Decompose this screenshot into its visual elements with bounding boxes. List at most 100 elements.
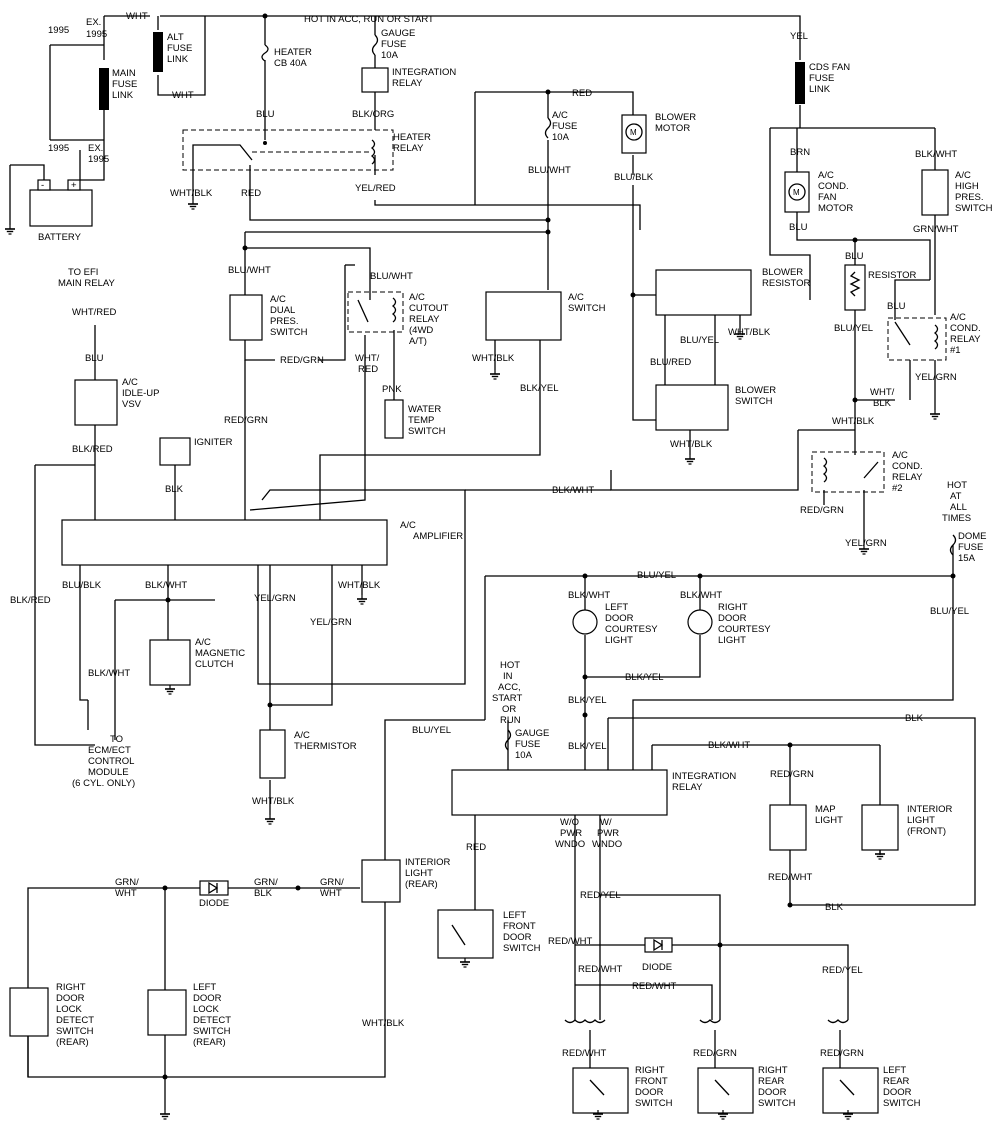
ac-thermistor [259,729,286,779]
red-yel-int2: RED/YEL [822,965,863,976]
blk-wht-left: BLK/WHT [568,590,610,601]
label-ex-top-b: 1995 [86,29,107,40]
blk-wht-amp2: BLK/WHT [88,668,130,679]
red-grn-rear: RED/GRN [693,1048,737,1059]
red-wht-int4: RED/WHT [632,981,677,992]
blk-yel-acsw: BLK/YEL [520,383,559,394]
red-wht-int3: RED/WHT [578,964,623,975]
ac-cutout-relay [347,291,404,333]
blk-red: BLK/RED [72,444,113,455]
blu-fan: BLU [789,222,808,233]
red-grn-fan: RED/GRN [800,505,844,516]
cds-fan-fuse-link [795,62,805,104]
wht-mid: WHT [172,90,194,101]
label-1995-bottom: 1995 [48,143,69,154]
diode-int: DIODE [642,962,672,973]
ac-high-pres-switch [921,169,949,216]
heater-cb [261,44,269,62]
integration-relay [451,769,668,816]
grn-wht-rear: GRN/WHT [115,877,139,899]
blu-yel-dome: BLU/YEL [930,606,969,617]
left-door-courtesy-light [572,609,598,635]
grn-wht-rear2: GRN/WHT [320,877,344,899]
map-light [769,804,807,851]
ac-switch [485,291,562,341]
blower-switch [655,384,729,431]
label-1995-top: 1995 [48,25,69,36]
label-ex-bottom-a: EX. [88,143,103,154]
wht-blk-fan2: WHT/BLK [870,387,895,409]
yel-grn-amp2: YEL/GRN [310,617,352,628]
diode-1 [644,937,673,953]
yel-grn-fan: YEL/GRN [915,372,957,383]
brn: BRN [790,147,810,158]
blu-vsv: BLU [85,353,104,364]
blk-wht-right: BLK/WHT [680,590,722,601]
red-grn-rear2: RED/GRN [820,1048,864,1059]
alt-fuse-link [153,32,163,72]
resistor-label: RESISTOR [868,270,917,281]
blu-mid: BLU [845,251,864,262]
blk-yel-courtesy2: BLK/YEL [568,695,607,706]
wht-blk-acsw: WHT/BLK [472,353,515,364]
blu-wht-ctrl2: BLU/WHT [370,271,413,282]
blu-yel-blower: BLU/YEL [680,335,719,346]
red-wht-int2: RED/WHT [548,936,593,947]
battery-label: BATTERY [38,232,82,243]
wht-blk-amp: WHT/BLK [338,580,381,591]
integration-relay-top [361,67,389,93]
blk-wht-acsw: BLK/WHT [552,485,594,496]
red-wht-rear: RED/WHT [562,1048,607,1059]
svg-text:M: M [630,128,637,137]
blu-yel-rear: BLU/YEL [412,725,451,736]
blower-resistor [655,269,752,316]
resistor [844,264,866,311]
diode-rear: DIODE [199,898,229,909]
blu-wht-ctrl: BLU/WHT [228,265,271,276]
red-ac: RED [572,88,592,99]
ac-cond-relay-2 [811,451,885,493]
red-yel-int: RED/YEL [580,890,621,901]
red-grn-ctrl2: RED/GRN [224,415,268,426]
wht-blk-blower: WHT/BLK [728,327,771,338]
blu-blk-ac: BLU/BLK [614,172,654,183]
water-temp-switch [384,399,404,439]
blk-wht-amp: BLK/WHT [145,580,187,591]
interior-light-rear [361,859,401,903]
blk-org: BLK/ORG [352,109,394,120]
components: M M [9,32,957,1114]
right-door-courtesy-light [687,609,713,635]
wht-blk-fan3: WHT/BLK [832,416,875,427]
blk-yel-courtesy: BLK/YEL [625,672,664,683]
wht-blk-rear: WHT/BLK [362,1018,405,1029]
blu-heater: BLU [256,109,275,120]
igniter-label: IGNITER [194,437,233,448]
label-ex-bottom-b: 1995 [88,154,109,165]
grn-wht-fan: GRN/WHT [913,224,959,235]
grn-blk-rear: GRN/BLK [254,877,278,899]
wht-blk-heater: WHT/BLK [170,188,213,199]
left-door-lock-detect-switch [147,989,187,1036]
red-grn-ctrl: RED/GRN [280,355,324,366]
ac-idle-up-vsv [74,379,118,426]
wires [9,15,976,1110]
